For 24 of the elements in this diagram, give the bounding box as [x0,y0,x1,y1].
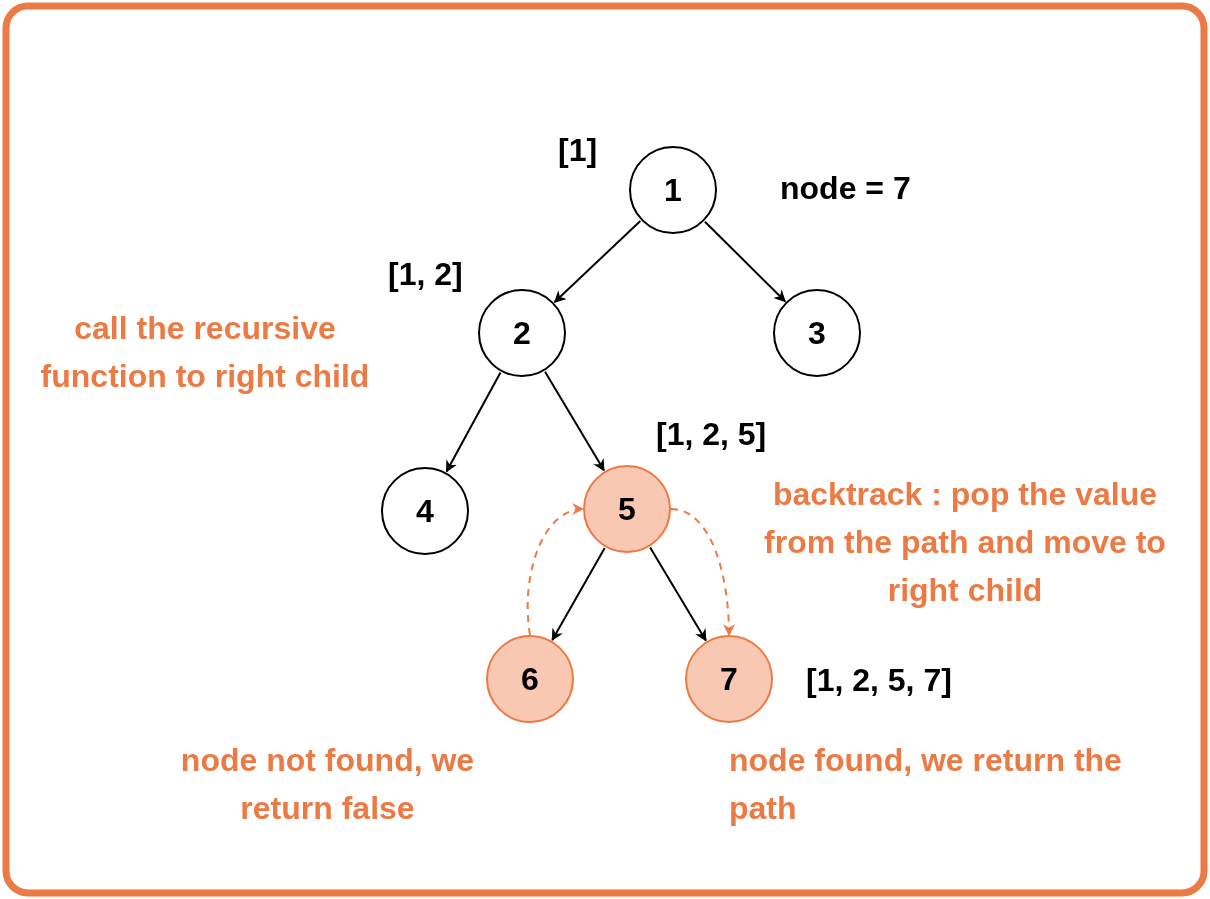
arrow [670,508,735,637]
arrow [703,220,787,303]
annotation-note: call the recursive function to right child [40,309,370,396]
path-list: [1, 2, 5] [656,410,767,458]
node-value: 3 [808,314,826,352]
arrow [445,371,502,473]
arrow [526,504,585,636]
path-list: [1, 2, 5, 7] [806,656,952,704]
arrow [551,547,606,641]
annotation-note: node not found, we return false [179,741,476,828]
node-value: 2 [513,314,531,352]
path-list: [1, 2] [388,250,463,298]
path-list: [1] [558,126,598,174]
target-note: node = 7 [780,169,911,208]
node-value: 5 [618,490,636,528]
node-value: 7 [720,660,738,698]
arrow [649,546,707,642]
annotation-note: backtrack : pop the value from the path and move to right child [763,475,1167,610]
annotation-note: node found, we return the path [729,741,1123,828]
node-value: 6 [521,660,539,698]
arrow [553,219,642,304]
arrow [544,370,605,472]
node-value: 1 [664,171,682,209]
node-value: 4 [416,492,434,530]
